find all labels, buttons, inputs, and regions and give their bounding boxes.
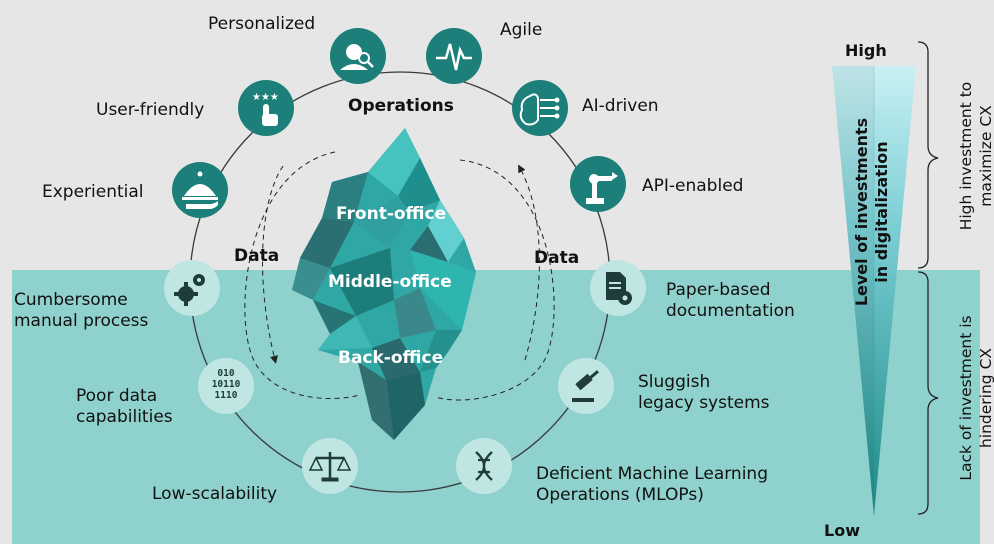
label-user-friendly: User-friendly xyxy=(96,100,205,120)
scale-high-label: High xyxy=(845,41,887,60)
data-label-left: Data xyxy=(234,246,280,266)
cloche-icon xyxy=(182,171,218,209)
iceberg-front-label: Front-office xyxy=(336,204,447,224)
agile-node xyxy=(426,28,482,84)
lower-bracket xyxy=(917,271,939,515)
data-label-right: Data xyxy=(534,248,580,268)
scale-axis-label: Level of investments in digitalization xyxy=(852,117,891,307)
label-deficient-mlops: Deficient Machine Learning Operations (M… xyxy=(536,464,768,505)
gavel-icon xyxy=(572,370,599,402)
label-agile: Agile xyxy=(500,20,543,40)
label-low-scalability: Low-scalability xyxy=(152,484,278,504)
brain-circuit-icon xyxy=(519,93,560,126)
data-loop-left xyxy=(244,151,361,400)
data-loop-right xyxy=(434,159,555,401)
operations-label: Operations xyxy=(348,96,454,116)
api-enabled-node xyxy=(570,156,626,212)
label-ai-driven: AI-driven xyxy=(582,96,659,116)
deficient-mlops-node xyxy=(456,438,512,494)
iceberg-middle-label: Middle-office xyxy=(328,272,452,292)
user-friendly-node: ★★★ xyxy=(238,80,294,136)
pulse-icon xyxy=(436,43,472,71)
document-gear-icon xyxy=(606,272,632,305)
scales-icon xyxy=(308,452,352,482)
label-cumbersome: Cumbersome manual process xyxy=(14,290,149,331)
binary-icon: 010 10110 1110 xyxy=(211,368,241,401)
data-loop-left-inner xyxy=(262,165,284,364)
cumbersome-node xyxy=(164,260,220,316)
paper-based-node xyxy=(590,260,646,316)
poor-data-node xyxy=(198,358,254,414)
label-sluggish: Sluggish legacy systems xyxy=(638,372,770,413)
iceberg xyxy=(292,128,476,440)
robot-arm-icon xyxy=(586,172,618,204)
low-scalability-node xyxy=(302,438,358,494)
lower-bracket-label: Lack of investment is hindering CX xyxy=(957,315,994,481)
sluggish-node xyxy=(558,358,614,414)
water-region xyxy=(12,270,980,544)
person-search-icon xyxy=(340,44,374,70)
investment-wedge xyxy=(832,66,916,516)
scale-low-label: Low xyxy=(824,521,860,540)
gears-icon xyxy=(174,274,205,306)
upper-bracket-label: High investment to maximize CX xyxy=(957,81,994,231)
tap-stars-icon: ★★★ xyxy=(252,92,279,126)
iceberg-back-label: Back-office xyxy=(338,348,444,368)
dna-icon xyxy=(475,451,493,481)
label-paper-based: Paper-based documentation xyxy=(666,280,795,321)
ai-driven-node xyxy=(512,80,568,136)
upper-bracket xyxy=(917,41,939,269)
experiential-node xyxy=(172,162,228,218)
personalized-node xyxy=(330,28,386,84)
label-experiential: Experiential xyxy=(42,182,144,202)
label-api-enabled: API-enabled xyxy=(642,176,744,196)
svg-text:★★★: ★★★ xyxy=(252,92,279,103)
label-poor-data: Poor data capabilities xyxy=(76,386,173,427)
label-personalized: Personalized xyxy=(208,14,316,34)
